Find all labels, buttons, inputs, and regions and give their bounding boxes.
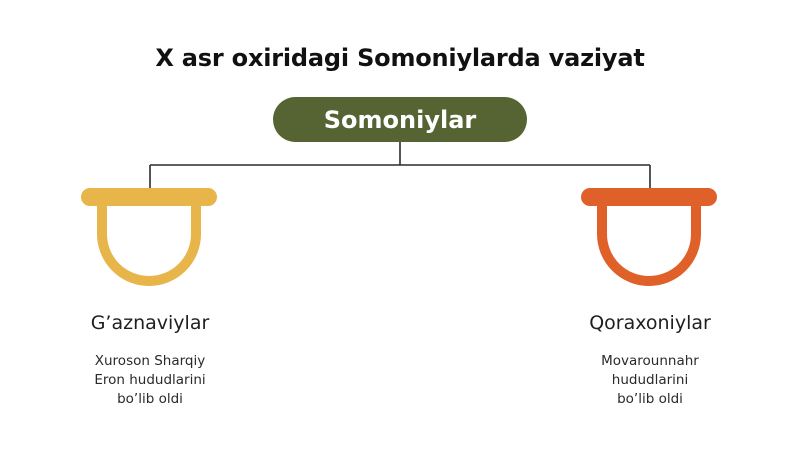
description-line: bo’lib oldi [117,391,183,407]
root-node: Somoniylar [273,97,527,142]
description-line: hududlarini [611,372,689,388]
branch-title-right: Qoraxoniylar [589,312,711,334]
u-shape-cup-icon [581,188,717,286]
description-line: Movarounnahr [601,353,699,369]
u-shape-cup-icon [81,188,217,286]
branch-description-right: Movarounnahr hududlarini bo’lib oldi [540,352,760,409]
diagram-title: X asr oxiridagi Somoniylarda vaziyat [155,44,645,72]
tree-connector [149,142,651,190]
description-line: bo’lib oldi [617,391,683,407]
branch-description-left: Xuroson Sharqiy Eron hududlarini bo’lib … [40,352,260,409]
root-node-label: Somoniylar [323,105,477,134]
description-line: Eron hududlarini [94,372,206,388]
description-line: Xuroson Sharqiy [94,353,206,369]
branch-title-left: G’aznaviylar [90,312,210,334]
